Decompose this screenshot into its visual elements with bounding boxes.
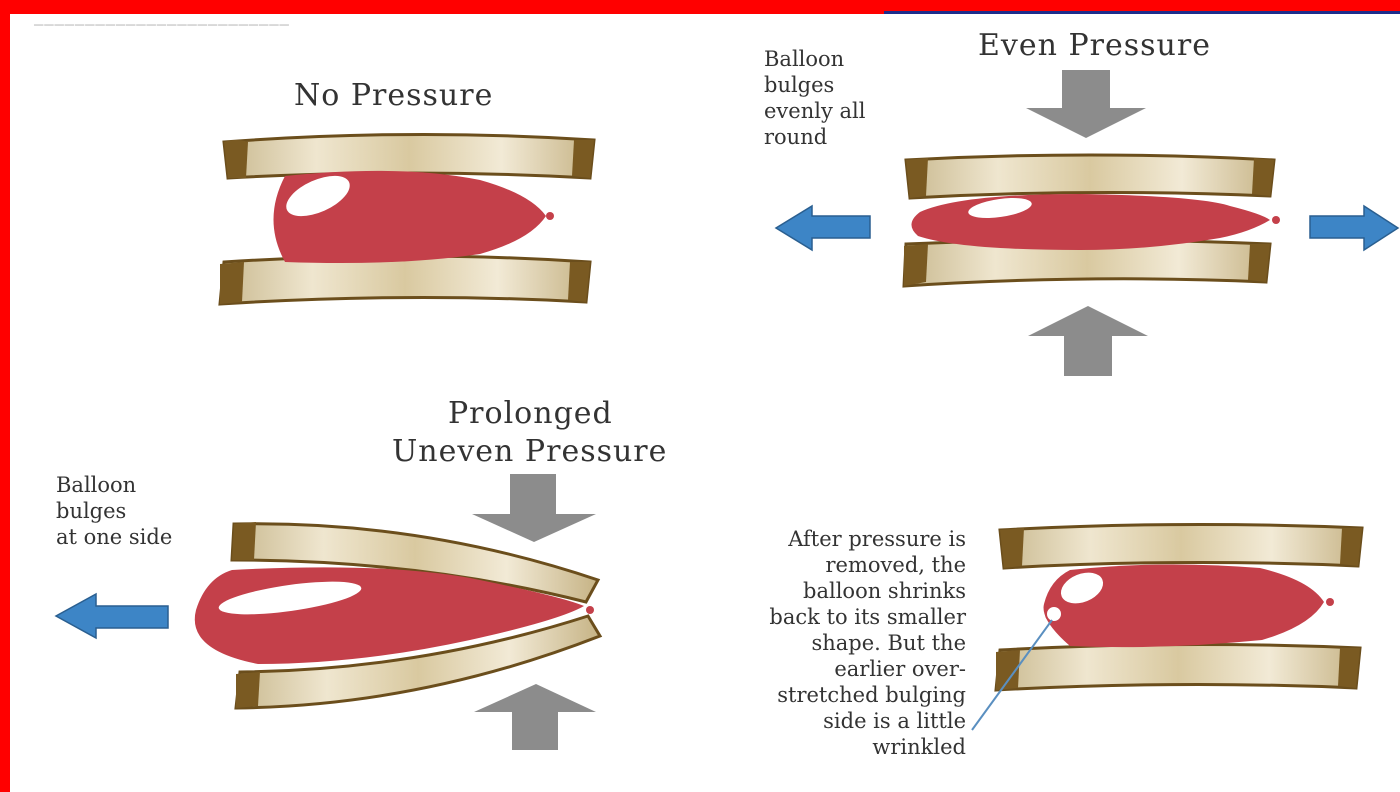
- after-pressure-note: After pressure is removed, the balloon s…: [696, 526, 966, 760]
- bread-slice-bottom: [996, 644, 1360, 690]
- balloon: [274, 168, 555, 263]
- pressure-arrow-down: [472, 474, 596, 542]
- pressure-arrow-down: [1026, 70, 1146, 138]
- prolonged-title-line1: Prolonged: [448, 396, 613, 431]
- even-pressure-note: Balloon bulges evenly all round: [764, 46, 865, 150]
- bread-slice-top: [224, 134, 594, 178]
- bread-slice-bottom: [220, 256, 590, 304]
- panel-after-pressure-removed: [972, 524, 1362, 730]
- balloon: [1044, 564, 1334, 647]
- bread-slice-top: [1000, 524, 1362, 568]
- bread-slice-top: [906, 155, 1274, 198]
- bulge-arrow-left: [776, 206, 870, 250]
- bulge-arrow-right: [1310, 206, 1398, 250]
- pressure-arrow-up: [474, 684, 596, 750]
- prolonged-note: Balloon bulges at one side: [56, 472, 172, 550]
- bulge-arrow-left: [56, 594, 168, 638]
- prolonged-title-line2: Uneven Pressure: [392, 434, 667, 469]
- panel-even-pressure: [776, 70, 1398, 376]
- even-pressure-title: Even Pressure: [978, 28, 1211, 63]
- panel-no-pressure: [220, 134, 594, 304]
- no-pressure-title: No Pressure: [294, 78, 493, 113]
- pressure-arrow-up: [1028, 306, 1148, 376]
